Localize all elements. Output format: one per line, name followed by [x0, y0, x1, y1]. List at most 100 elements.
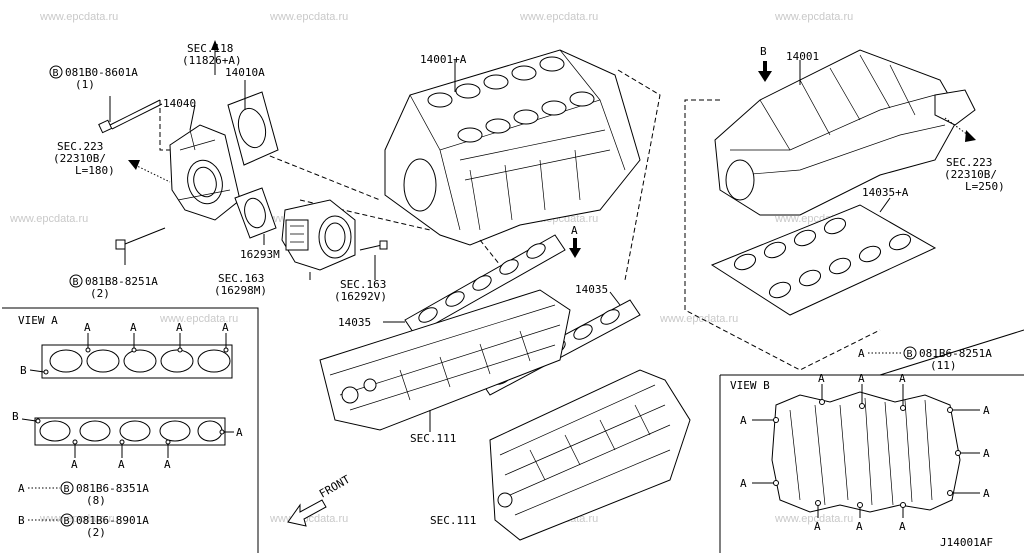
label-bolt2-qty: (2): [90, 287, 110, 300]
circled-b-icon: B: [60, 481, 74, 495]
svg-text:A: A: [571, 224, 578, 237]
view-a-arrow-icon: A: [569, 224, 581, 258]
label-bolt2: 081B8-8251A: [85, 275, 158, 288]
legend-b-letter: B: [18, 514, 25, 527]
intake-manifold-lower-14001a: [384, 49, 641, 246]
view-b-arrow-icon: B: [758, 45, 772, 82]
cylinder-head-left: [319, 289, 571, 431]
diagram-code: J14001AF: [940, 536, 993, 549]
legend-a-qty: (8): [86, 494, 106, 507]
view-a-title: VIEW A: [18, 314, 58, 327]
legend-a-part: 081B6-8351A: [76, 482, 149, 495]
view-b-title: VIEW B: [730, 379, 770, 392]
label-bolt1-qty: (1): [75, 78, 95, 91]
svg-text:A: A: [176, 321, 183, 334]
watermark: www.epcdata.ru: [774, 11, 853, 23]
label-sec163b-sub: (16292V): [334, 290, 387, 303]
label-sec223-right-sub1: (22310B/: [944, 168, 997, 181]
label-14035-right: 14035: [575, 283, 608, 296]
arrow-icon: [128, 160, 140, 170]
watermark: www.epcdata.ru: [519, 11, 598, 23]
label-14001a: 14001+A: [420, 53, 467, 66]
gasket-14035a: [710, 204, 937, 316]
svg-text:B: B: [64, 484, 70, 495]
legend-a-letter: A: [18, 482, 25, 495]
svg-text:A: A: [856, 520, 863, 533]
arrow-icon: [965, 130, 976, 142]
label-sec223-right-sub2: L=250): [965, 180, 1005, 193]
legend-b-part: 081B6-8901A: [76, 514, 149, 527]
legend-view-b-qty: (11): [930, 359, 957, 372]
cylinder-head-right: [489, 369, 691, 541]
svg-text:FRONT: FRONT: [317, 473, 353, 501]
circled-b-icon: B: [903, 346, 917, 360]
circled-b-icon: B: [49, 65, 63, 79]
watermark: www.epcdata.ru: [269, 11, 348, 23]
label-sec223-right: SEC.223: [946, 156, 992, 169]
label-sec223-left-sub2: L=180): [75, 164, 115, 177]
label-14035a: 14035+A: [862, 186, 909, 199]
watermark: www.epcdata.ru: [659, 313, 738, 325]
svg-text:B: B: [760, 45, 767, 58]
svg-text:B: B: [73, 277, 79, 288]
watermark: www.epcdata.ru: [39, 513, 118, 525]
svg-text:A: A: [84, 321, 91, 334]
label-sec223-left-sub1: (22310B/: [53, 152, 106, 165]
label-sec163a: SEC.163: [218, 272, 264, 285]
watermark: www.epcdata.ru: [159, 313, 238, 325]
label-sec111-b: SEC.111: [430, 514, 476, 527]
svg-text:A: A: [130, 321, 137, 334]
circled-b-icon: B: [60, 513, 74, 527]
gasket-14035-left: [404, 234, 566, 336]
svg-text:A: A: [983, 487, 990, 500]
view-a-panel: VIEW A A A A A B A A A A: [2, 307, 259, 553]
circled-b-icon: B: [69, 274, 83, 288]
watermark: www.epcdata.ru: [9, 213, 88, 225]
watermark: www.epcdata.ru: [39, 11, 118, 23]
label-sec111-a: SEC.111: [410, 432, 456, 445]
intake-collector-14001: [714, 49, 976, 216]
svg-text:A: A: [71, 458, 78, 471]
svg-text:A: A: [983, 447, 990, 460]
svg-text:A: A: [236, 426, 243, 439]
svg-text:A: A: [740, 477, 747, 490]
svg-text:A: A: [164, 458, 171, 471]
throttle-actuator: [281, 199, 356, 271]
svg-text:B: B: [12, 410, 19, 423]
label-sec163b: SEC.163: [340, 278, 386, 291]
svg-text:A: A: [818, 372, 825, 385]
svg-text:A: A: [740, 414, 747, 427]
label-14010a: 14010A: [225, 66, 265, 79]
svg-text:A: A: [222, 321, 229, 334]
svg-text:A: A: [814, 520, 821, 533]
label-sec118: SEC.118: [187, 42, 233, 55]
label-sec163a-sub: (16298M): [214, 284, 267, 297]
legend-view-b-letter: A: [858, 347, 865, 360]
label-bolt1: 081B0-8601A: [65, 66, 138, 79]
arrow-up-icon: [211, 40, 219, 50]
svg-text:B: B: [907, 349, 913, 360]
svg-text:A: A: [983, 404, 990, 417]
bolt-icon: [359, 240, 388, 251]
label-sec223-left: SEC.223: [57, 140, 103, 153]
svg-text:B: B: [53, 68, 59, 79]
svg-text:A: A: [899, 372, 906, 385]
legend-b-qty: (2): [86, 526, 106, 539]
throttle-chamber-14040: [169, 124, 241, 221]
svg-text:A: A: [858, 372, 865, 385]
svg-text:A: A: [899, 520, 906, 533]
svg-text:B: B: [64, 516, 70, 527]
label-14001: 14001: [786, 50, 819, 63]
bolt-icon: [115, 227, 166, 250]
label-14040: 14040: [163, 97, 196, 110]
svg-text:B: B: [20, 364, 27, 377]
label-14035-left: 14035: [338, 316, 371, 329]
gasket-16293m: [234, 187, 277, 239]
view-b-panel: VIEW B A A A A A A A A A A A: [719, 329, 1024, 553]
label-sec118-sub: (11826+A): [182, 54, 242, 67]
label-16293m: 16293M: [240, 248, 280, 261]
throttle-chamber-group: [98, 40, 431, 280]
bolt-icon: [98, 99, 163, 134]
